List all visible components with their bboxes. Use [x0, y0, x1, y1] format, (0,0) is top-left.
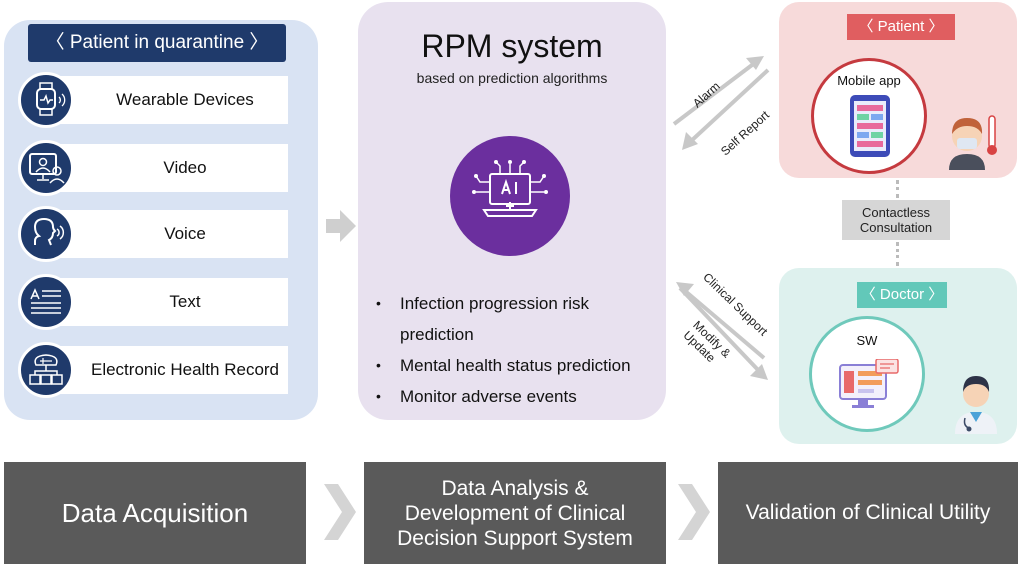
text-document-icon	[18, 274, 74, 330]
source-label: Video	[163, 158, 207, 177]
source-label: Voice	[164, 224, 206, 243]
stage-data-analysis: Data Analysis & Development of Clinical …	[364, 462, 666, 564]
sw-label: SW	[856, 333, 878, 348]
stage-data-acquisition: Data Acquisition	[4, 462, 306, 564]
patient-in-quarantine-title: 〈 Patient in quarantine 〉	[28, 24, 286, 62]
stage-label: Data Acquisition	[61, 497, 249, 528]
rpm-system-subtitle: based on prediction algorithms	[416, 70, 608, 86]
prediction-list: Infection progression risk prediction Me…	[374, 288, 664, 412]
rpm-system-title: RPM system	[421, 28, 603, 64]
source-voice: Voice	[18, 206, 288, 262]
patient-tag: 〈 Patient 〉	[847, 14, 955, 40]
doctor-icon	[955, 376, 997, 434]
stage-label-line-3: Decision Support System	[397, 526, 633, 550]
dotted-connector	[896, 180, 899, 198]
rpm-system-panel: RPM system based on prediction algorithm…	[358, 2, 666, 420]
doctor-panel: 〈 Doctor 〉 SW	[779, 268, 1017, 444]
chevron-right-icon	[324, 484, 356, 540]
source-label: Text	[169, 292, 201, 311]
consultation-line-1: Contactless	[862, 205, 930, 220]
list-item: Mental health status prediction	[374, 350, 664, 381]
source-text: Text	[18, 274, 288, 330]
patient-panel: 〈 Patient 〉 Mobile app	[779, 2, 1017, 178]
list-item: Infection progression risk prediction	[374, 288, 664, 350]
health-record-icon	[18, 342, 74, 398]
stage-label-line-1: Data Analysis &	[441, 476, 589, 500]
sick-patient-icon	[949, 115, 997, 170]
mobile-phone-icon	[850, 95, 890, 157]
source-label: Electronic Health Record	[90, 360, 280, 379]
sw-circle: SW	[809, 316, 925, 432]
stage-label-line-2: Development of Clinical	[404, 501, 626, 525]
consultation-line-2: Consultation	[859, 220, 933, 235]
mobile-app-label: Mobile app	[837, 73, 901, 88]
stage-validation: Validation of Clinical Utility	[718, 462, 1018, 564]
dotted-connector	[896, 242, 899, 266]
source-label: Wearable Devices	[116, 90, 254, 109]
chevron-right-icon	[678, 484, 710, 540]
list-item: Monitor adverse events	[374, 381, 664, 412]
flow-arrow-icon	[326, 210, 356, 242]
contactless-consultation-box: Contactless Consultation	[842, 200, 950, 240]
source-electronic-health-record: Electronic Health Record	[18, 342, 288, 398]
source-wearable-devices: Wearable Devices	[18, 72, 288, 128]
smartwatch-icon	[18, 72, 74, 128]
data-sources-panel: 〈 Patient in quarantine 〉 Wearable Devic…	[4, 20, 318, 420]
stage-label: Validation of Clinical Utility	[745, 501, 991, 524]
ai-chip-icon	[450, 136, 570, 256]
video-call-icon	[18, 140, 74, 196]
mobile-app-circle: Mobile app	[811, 58, 927, 174]
software-dashboard-icon	[839, 359, 899, 408]
doctor-tag: 〈 Doctor 〉	[857, 282, 947, 308]
voice-icon	[18, 206, 74, 262]
source-video: Video	[18, 140, 288, 196]
